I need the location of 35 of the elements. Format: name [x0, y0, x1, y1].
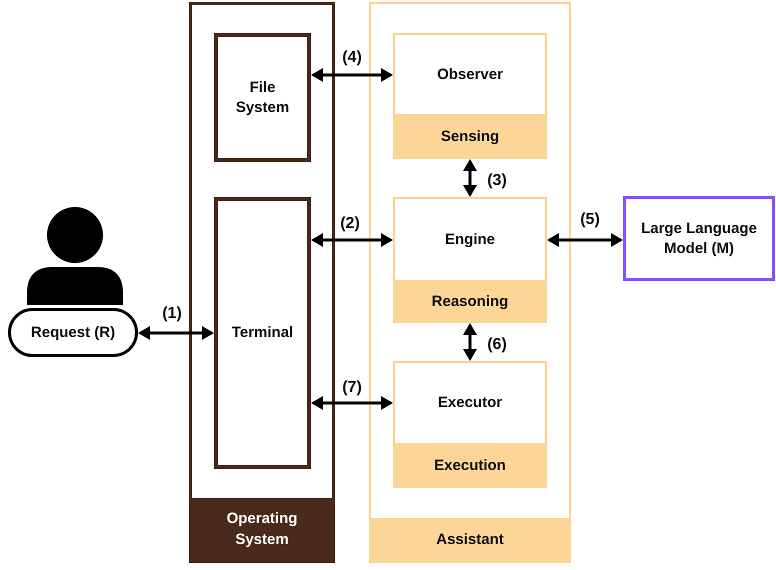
edge-label: (5) — [579, 211, 601, 229]
component-box — [214, 197, 311, 469]
double-arrow — [463, 323, 477, 361]
node-label: Terminal — [232, 323, 294, 343]
edge-label: (2) — [339, 215, 361, 233]
double-arrow — [311, 396, 393, 410]
edge-label: (1) — [161, 305, 183, 323]
node-label: Large Language Model (M) — [640, 218, 758, 258]
section-title: Operating System — [192, 498, 332, 560]
double-arrow — [311, 68, 393, 82]
node-label: File System — [234, 78, 290, 118]
double-arrow — [463, 159, 477, 197]
module-box — [393, 361, 547, 488]
component-label: Observer — [437, 64, 503, 84]
edge-label: (6) — [486, 336, 508, 354]
component-label: Executor — [438, 393, 502, 413]
double-arrow — [547, 233, 623, 247]
stage-label: Reasoning — [393, 280, 547, 323]
node-label: Request (R) — [30, 322, 116, 342]
module-box — [393, 197, 547, 323]
section-title: Assistant — [371, 518, 569, 561]
component-label: Engine — [444, 230, 495, 250]
edge-label: (7) — [341, 379, 363, 397]
double-arrow — [311, 233, 393, 247]
request-pill — [8, 308, 138, 357]
assistant-container — [369, 2, 571, 563]
module-box — [393, 33, 547, 159]
stage-label: Sensing — [393, 114, 547, 159]
edge-label: (4) — [341, 49, 363, 67]
edge-label: (3) — [486, 172, 508, 190]
double-arrow — [138, 326, 214, 340]
component-box — [214, 33, 311, 162]
stage-label: Execution — [393, 443, 547, 488]
model-box — [623, 196, 775, 281]
system-container — [189, 2, 335, 563]
